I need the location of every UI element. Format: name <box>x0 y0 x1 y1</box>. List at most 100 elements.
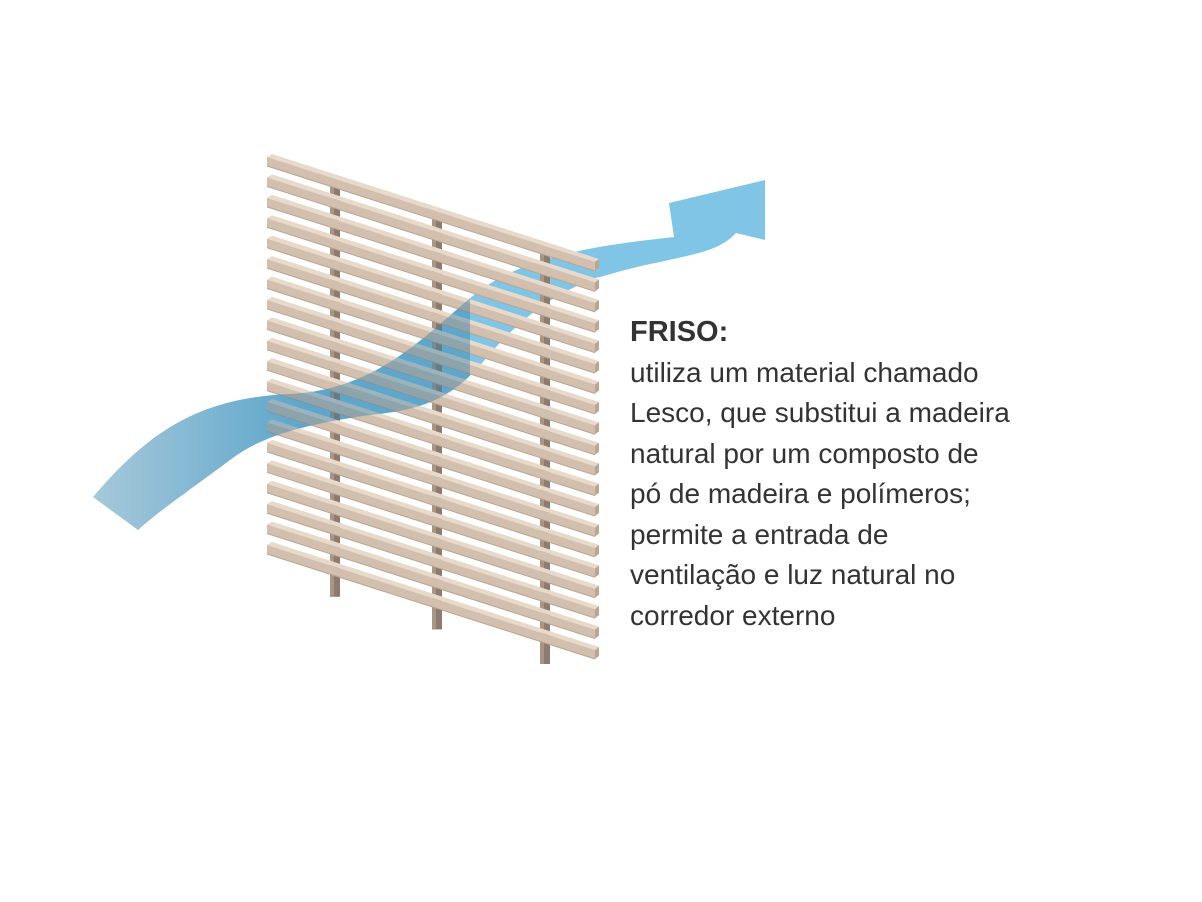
slat-end-cap <box>595 524 599 537</box>
slat-shadow-edge <box>266 471 596 578</box>
slat-front-face <box>267 340 595 455</box>
slat-end-cap <box>595 381 599 394</box>
slat-front-face <box>267 442 595 557</box>
caption-line: ventilação e luz natural no <box>630 559 956 590</box>
slat <box>266 296 599 415</box>
slat-shadow-edge <box>266 369 596 476</box>
slat-end-cap <box>595 279 599 292</box>
slat <box>266 317 599 435</box>
slat-end-cap <box>595 340 599 353</box>
slat <box>266 521 599 640</box>
slat-front-face <box>267 218 595 333</box>
slat-top-face <box>267 419 599 528</box>
caption-line: permite a entrada de <box>630 518 889 550</box>
slat-top-face <box>267 399 599 508</box>
slat-end-cap <box>595 361 599 374</box>
slat-shadow-edge <box>266 165 596 272</box>
slat-shadow-edge <box>266 308 596 415</box>
slat-top-face <box>267 542 599 650</box>
vertical-post-side <box>432 219 436 630</box>
slat-top-face <box>267 358 599 467</box>
slat-shadow-edge <box>266 390 596 497</box>
slat-end-cap <box>595 585 599 598</box>
slat <box>266 419 599 537</box>
slat-top-face <box>267 521 599 630</box>
slat <box>266 460 599 578</box>
slat-shadow-edge <box>266 553 596 660</box>
slat-top-face <box>267 296 599 405</box>
slat <box>266 256 599 374</box>
slat-top-face <box>267 256 599 365</box>
slat-end-cap <box>595 401 599 414</box>
slat-shadow-edge <box>266 512 596 619</box>
slat-shadow-edge <box>266 349 596 456</box>
caption-line: pó de madeira e polímeros; <box>630 478 971 509</box>
slat <box>266 174 599 292</box>
slat <box>266 194 599 313</box>
slat <box>266 501 599 619</box>
slat-front-face <box>267 402 595 517</box>
slat <box>266 235 599 354</box>
slat-shadow-edge <box>266 328 596 435</box>
slat-end-cap <box>595 544 599 557</box>
slat-front-face <box>267 157 595 271</box>
slat-shadow-edge <box>266 288 596 395</box>
slat-top-face <box>267 215 599 324</box>
slat-front-face <box>267 279 595 394</box>
slat-shadow-edge <box>266 410 596 517</box>
caption-line: natural por um composto de <box>630 437 979 469</box>
vertical-post-side <box>540 253 544 664</box>
slat-end-cap <box>595 442 599 455</box>
slat-end-cap <box>595 422 599 435</box>
slat-front-face <box>267 545 595 659</box>
slat-end-cap <box>595 483 599 496</box>
slat-front-face <box>267 197 595 312</box>
friso-caption: FRISO: utiliza um material chamado Lesco… <box>630 312 1010 636</box>
slat <box>266 399 599 517</box>
slat-top-face <box>267 337 599 446</box>
slat-top-face <box>267 194 599 303</box>
slat-shadow-edge <box>266 430 596 537</box>
slat-top-face <box>267 501 599 610</box>
slat-shadow-edge <box>266 492 596 599</box>
slat-top-face <box>267 460 599 569</box>
airflow-overlay <box>93 298 470 530</box>
slat-shadow-edge <box>266 226 596 333</box>
slat <box>266 337 599 456</box>
slat-end-cap <box>595 299 599 312</box>
vertical-post-side <box>330 186 334 597</box>
slat-top-face <box>267 276 599 385</box>
slat-front-face <box>267 299 595 414</box>
slat <box>266 215 599 333</box>
slat-end-cap <box>595 626 599 639</box>
slat-shadow-edge <box>266 267 596 374</box>
slat <box>266 378 599 497</box>
slat-end-cap <box>595 606 599 619</box>
caption-line: utiliza um material chamado <box>630 356 979 388</box>
slat-top-face <box>267 154 599 262</box>
slat-end-cap <box>595 565 599 578</box>
slat-top-face <box>267 480 599 589</box>
caption-line: corredor externo <box>630 599 836 631</box>
slat-shadow-edge <box>266 185 596 292</box>
slat-end-cap <box>595 504 599 517</box>
caption-line: Lesco, que substitui a madeira <box>630 397 1010 428</box>
slat-top-face <box>267 317 599 426</box>
slat-end-cap <box>595 320 599 333</box>
slat-front-face <box>267 381 595 496</box>
slat-top-face <box>267 439 599 548</box>
slat <box>266 439 599 558</box>
slat <box>266 358 599 476</box>
slat-front-face <box>267 483 595 598</box>
slat-top-face <box>267 378 599 487</box>
slat-end-cap <box>595 259 599 271</box>
slat-front-face <box>267 361 595 476</box>
slat <box>266 480 599 599</box>
slat-front-face <box>267 320 595 435</box>
horizontal-slats <box>266 154 599 660</box>
slat-end-cap <box>595 463 599 476</box>
slat-shadow-edge <box>266 247 596 354</box>
slat-front-face <box>267 177 595 292</box>
slat-top-face <box>267 235 599 344</box>
